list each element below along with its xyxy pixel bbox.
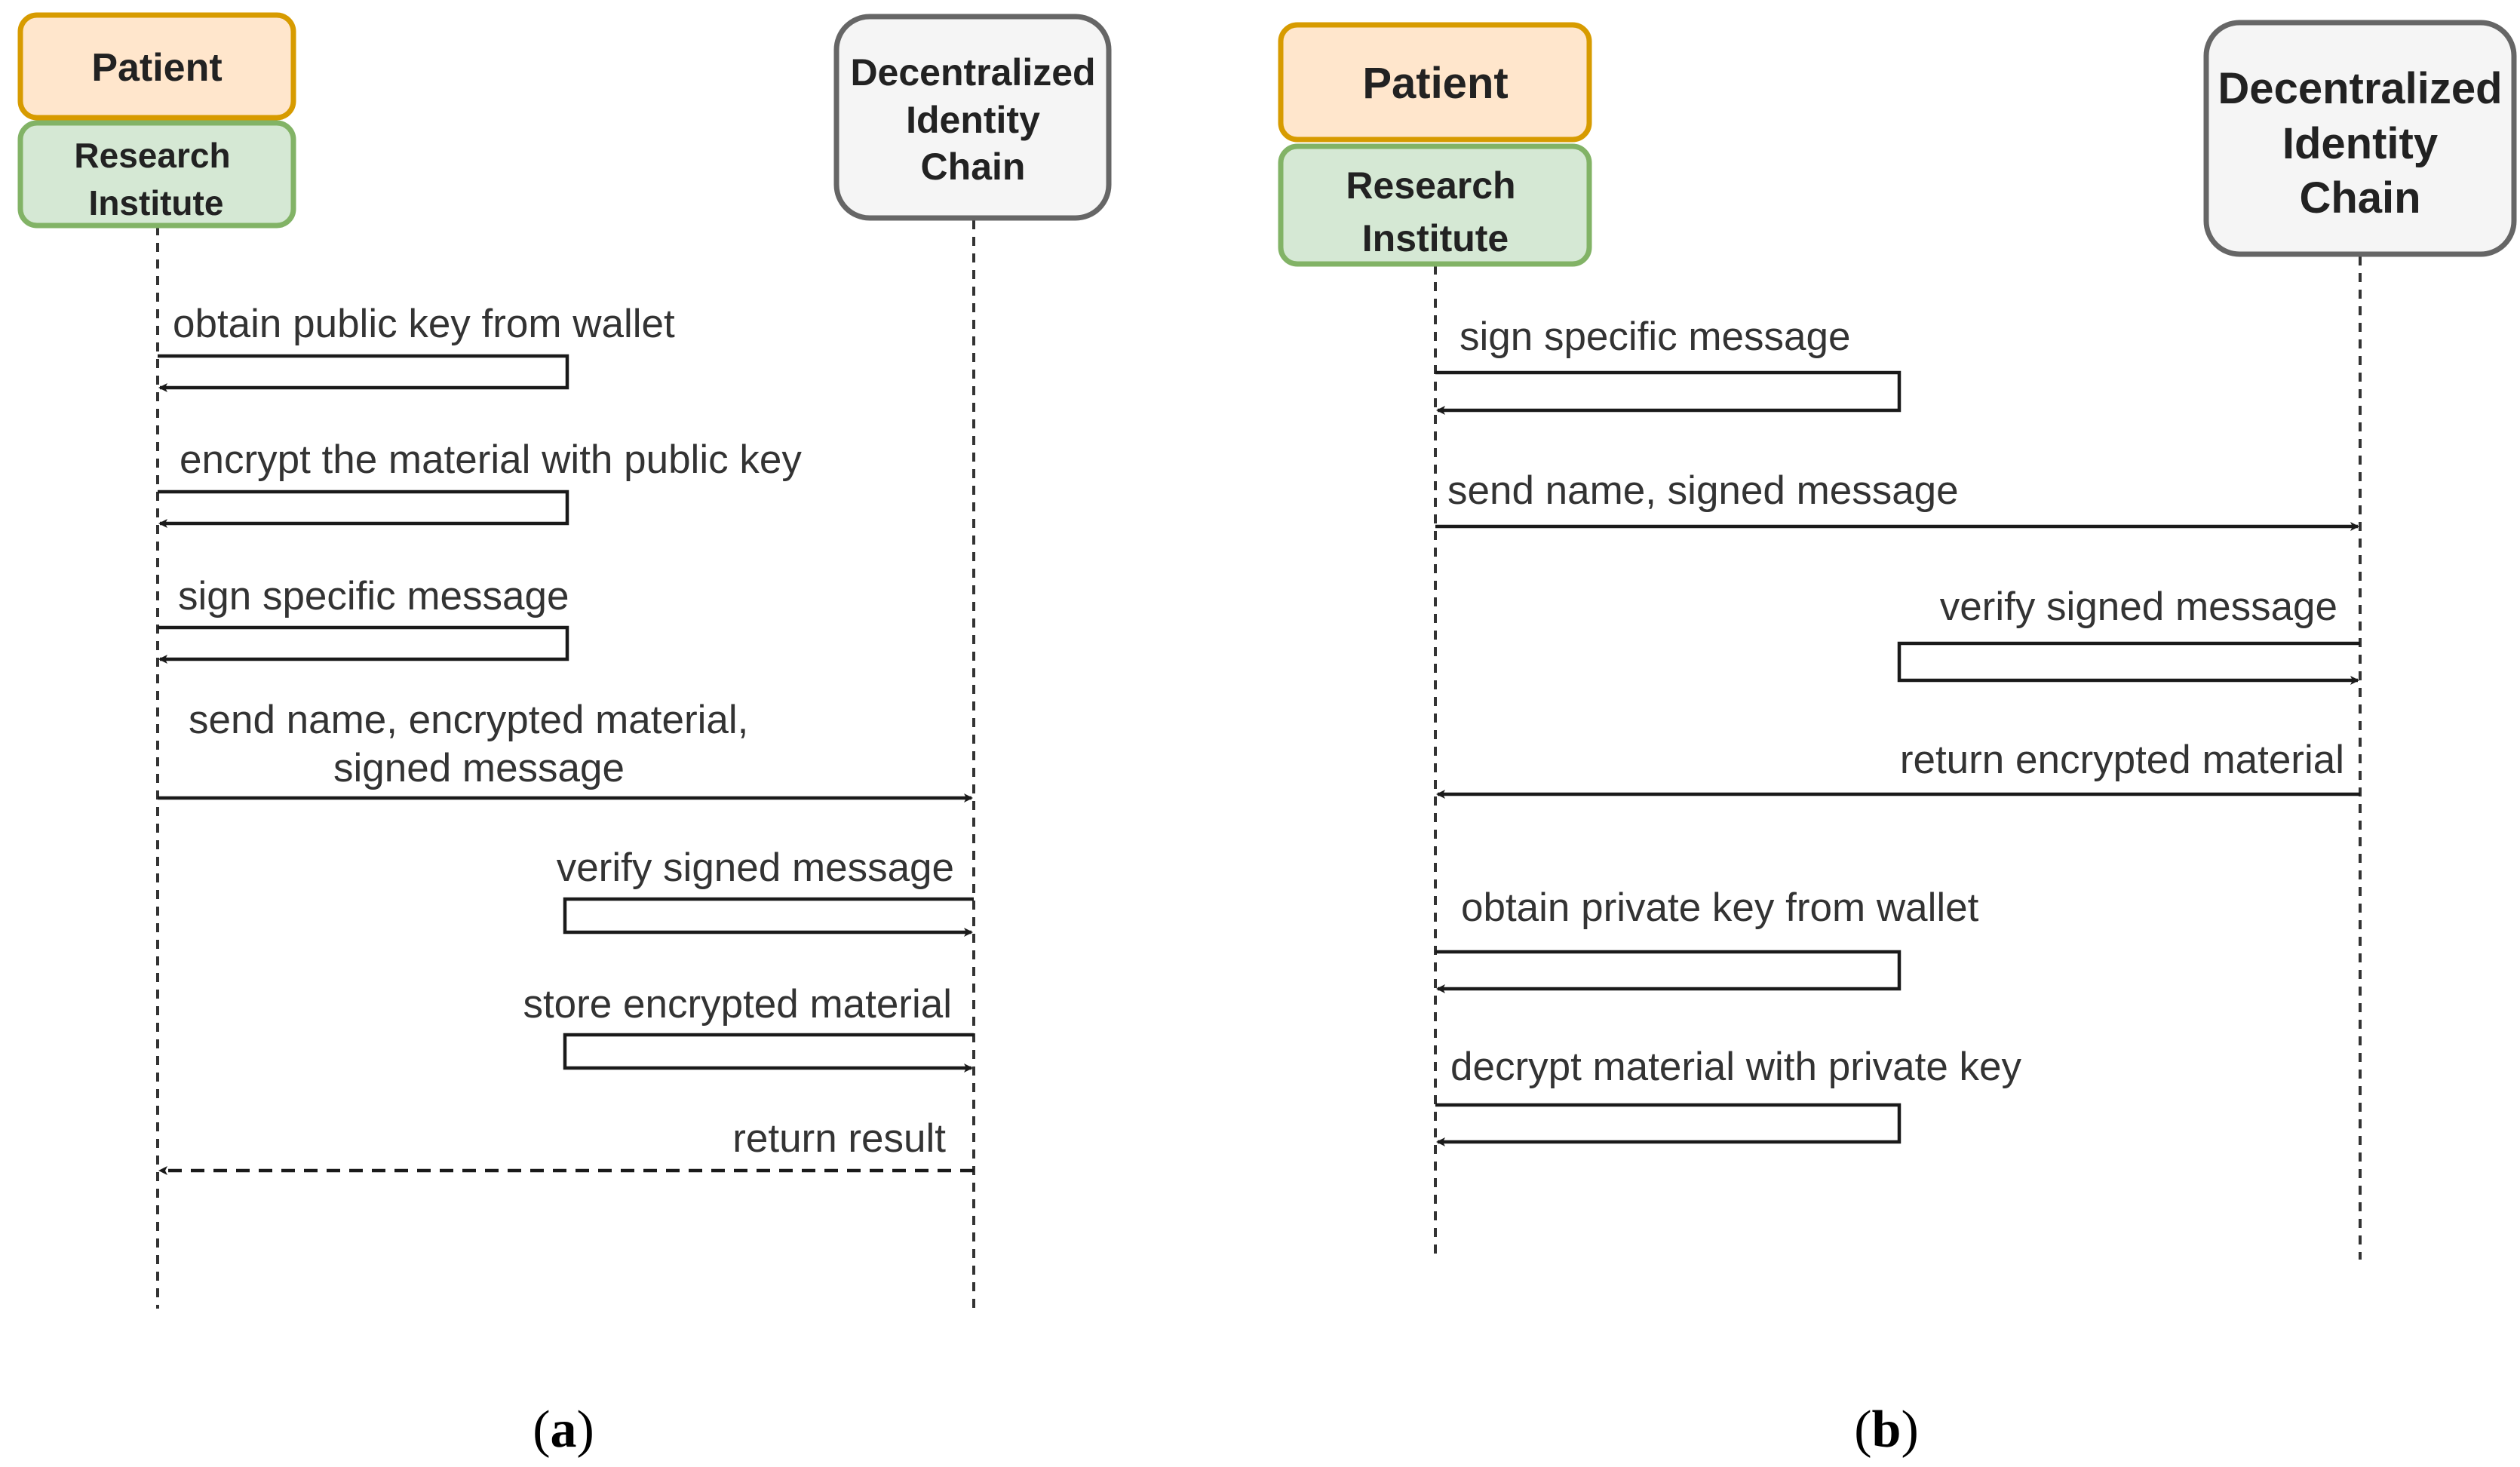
self-arrow xyxy=(158,490,569,528)
message-label: verify signed message xyxy=(557,846,954,890)
message-label: obtain private key from wallet xyxy=(1461,885,1979,930)
actor-research-institute-b xyxy=(1278,143,1592,267)
caption-letter-b: b xyxy=(1872,1401,1902,1459)
message-label: store encrypted material xyxy=(523,982,952,1027)
message-sign-specific-b: sign specific message xyxy=(1435,315,1902,415)
actor-chain-label-line1-a: Decentralized xyxy=(850,51,1095,94)
message-label: return result xyxy=(732,1116,946,1161)
message-send-signed: send name, signed message xyxy=(1435,468,2359,531)
actor-patient-b xyxy=(1278,22,1592,143)
message-verify-signed-a: verify signed message xyxy=(557,846,974,937)
caption-a: (a) xyxy=(533,1401,594,1459)
actor-chain-b xyxy=(2203,20,2517,257)
message-decrypt-material: decrypt material with private key xyxy=(1435,1045,2022,1146)
self-arrow xyxy=(563,1033,974,1073)
message-verify-signed-b: verify signed message xyxy=(1897,585,2360,685)
actor-patient-a xyxy=(17,12,296,121)
message-label: verify signed message xyxy=(1940,585,2337,629)
message-obtain-private-key: obtain private key from wallet xyxy=(1435,885,1979,993)
actor-research-label-line1-b: Research xyxy=(1346,164,1515,207)
actor-patient-label-a: Patient xyxy=(91,46,222,90)
self-arrow xyxy=(1435,1103,1902,1146)
actor-research-institute-a xyxy=(17,120,296,229)
message-label: sign specific message xyxy=(178,574,569,618)
actor-chain-label-line1-b: Decentralized xyxy=(2218,64,2502,113)
message-label: send name, signed message xyxy=(1447,468,1959,513)
message-obtain-public-key: obtain public key from wallet xyxy=(158,302,675,392)
actor-research-label-line2-b: Institute xyxy=(1362,217,1509,259)
message-label-line2: signed message xyxy=(333,746,625,790)
message-label-line1: send name, encrypted material, xyxy=(189,698,748,742)
self-arrow xyxy=(1435,370,1902,415)
self-arrow xyxy=(158,354,569,392)
actor-chain-label-line3-b: Chain xyxy=(2299,173,2420,223)
panel-b: Patient Research Institute Decentralized… xyxy=(1278,20,2517,1459)
actor-research-label-line1-a: Research xyxy=(74,136,230,175)
caption-letter-a: a xyxy=(551,1401,577,1459)
actor-patient-label-b: Patient xyxy=(1362,59,1508,108)
message-label: decrypt material with private key xyxy=(1450,1045,2022,1089)
panel-a: Patient Research Institute Decentralized… xyxy=(17,12,1112,1459)
self-arrow xyxy=(158,625,569,664)
message-return-result: return result xyxy=(158,1116,974,1175)
actor-chain-label-line2-b: Identity xyxy=(2282,119,2438,168)
actor-chain-label-line2-a: Identity xyxy=(906,99,1040,141)
message-return-encrypted: return encrypted material xyxy=(1436,738,2360,799)
message-label: obtain public key from wallet xyxy=(173,302,675,346)
message-label: encrypt the material with public key xyxy=(180,437,802,482)
message-send-encrypted: send name, encrypted material, signed me… xyxy=(158,698,973,803)
self-arrow xyxy=(1897,641,2360,685)
actor-chain-label-line3-a: Chain xyxy=(921,146,1026,188)
self-arrow xyxy=(1435,950,1902,993)
message-label: return encrypted material xyxy=(1900,738,2344,782)
message-store-encrypted: store encrypted material xyxy=(523,982,974,1073)
message-label: sign specific message xyxy=(1460,315,1850,359)
message-encrypt-material: encrypt the material with public key xyxy=(158,437,802,528)
caption-b: (b) xyxy=(1854,1401,1919,1459)
actor-research-label-line2-a: Institute xyxy=(89,183,224,223)
message-sign-specific-a: sign specific message xyxy=(158,574,569,664)
actor-chain-a xyxy=(833,14,1112,221)
self-arrow xyxy=(563,897,974,937)
